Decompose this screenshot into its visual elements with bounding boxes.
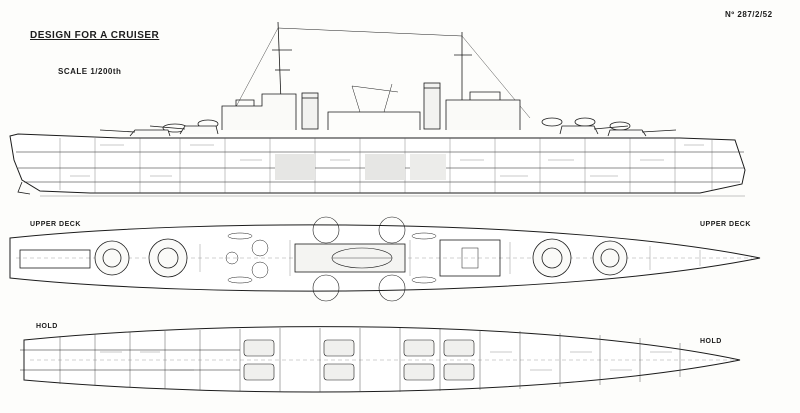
a-turret-plan (592, 240, 628, 276)
aerial-wire (277, 27, 463, 37)
aft-funnel (423, 82, 441, 130)
b-turret-side (179, 125, 219, 135)
aft-superstructure (445, 99, 521, 130)
drawing-scale: SCALE 1/200th (58, 67, 122, 76)
upper-deck-label-left: UPPER DECK (30, 221, 81, 228)
x-turret-plan (148, 238, 188, 278)
upper-deck-plan (9, 216, 761, 302)
bridge-superstructure (221, 93, 297, 130)
hold-outline (23, 326, 741, 393)
upper-deck-label-right: UPPER DECK (700, 221, 751, 228)
hold-plan (20, 326, 741, 393)
hold-label-right: HOLD (700, 338, 722, 345)
a-turret-side (129, 129, 171, 137)
hold-label-left: HOLD (36, 323, 58, 330)
y-turret-plan (94, 240, 130, 276)
plate-number: Nº 287/2/52 (725, 10, 773, 19)
midship-deckhouse (327, 111, 421, 130)
x-turret-side (559, 125, 599, 135)
fore-funnel (301, 92, 319, 130)
b-turret-plan (532, 238, 572, 278)
y-turret-side (607, 129, 647, 137)
side-elevation (9, 21, 746, 197)
drawing-title: DESIGN FOR A CRUISER (30, 30, 160, 41)
